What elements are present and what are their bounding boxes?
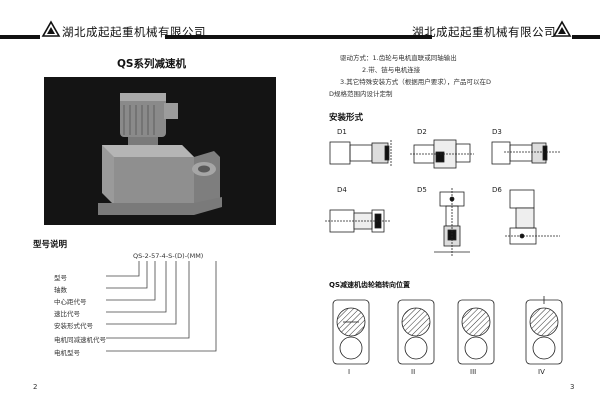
install-tag: D2 [417,128,427,136]
model-label: 电机同减速机代号 [54,336,106,344]
install-section-title: 安装形式 [329,113,364,123]
drive-text-line: 2.带、链与电机连接 [362,66,421,74]
company-name-right: 湖北成起起重机械有限公司 [412,25,556,39]
drive-text-line: D规格范围内设计定制 [329,90,393,98]
model-label: 中心距代号 [54,298,87,306]
company-name-left: 湖北成起起重机械有限公司 [62,25,206,39]
gear-label: IV [538,368,545,376]
page-number-left: 2 [33,383,38,391]
drive-text-line: 驱动方式：1.齿轮与电机直联或同轴输出 [340,54,457,62]
header-bar-left [0,35,40,39]
page-number-right: 3 [570,383,575,391]
install-tag: D1 [337,128,347,136]
gear-label: I [348,368,351,376]
model-code: QS-2-57-4-S-(D)-(MM) [133,252,204,260]
model-label: 电机型号 [54,349,80,357]
model-label: 安装形式代号 [54,322,93,330]
install-tag: D6 [492,186,502,194]
gear-label: II [411,368,416,376]
install-tag: D5 [417,186,427,194]
page-title: QS系列减速机 [117,58,186,70]
model-label: 型号 [54,274,67,282]
drive-text-line: 3.其它特殊安装方式（根据用户要求），产品可以在D [340,78,491,86]
gear-label: III [470,368,477,376]
install-tag: D3 [492,128,502,136]
install-tag: D4 [337,186,347,194]
gearbox-orientation-title: QS减速机齿轮箱转向位置 [329,281,410,289]
reducer-photo [44,77,276,225]
company-logo-icon [41,20,61,37]
model-label: 速比代号 [54,310,80,318]
model-section-title: 型号说明 [33,240,68,250]
header-bar-right-end [572,35,600,39]
model-label: 轴数 [54,286,67,294]
header-bar-right [300,35,432,39]
company-logo-right-icon [552,20,572,37]
header-bar-left-end [165,35,300,39]
